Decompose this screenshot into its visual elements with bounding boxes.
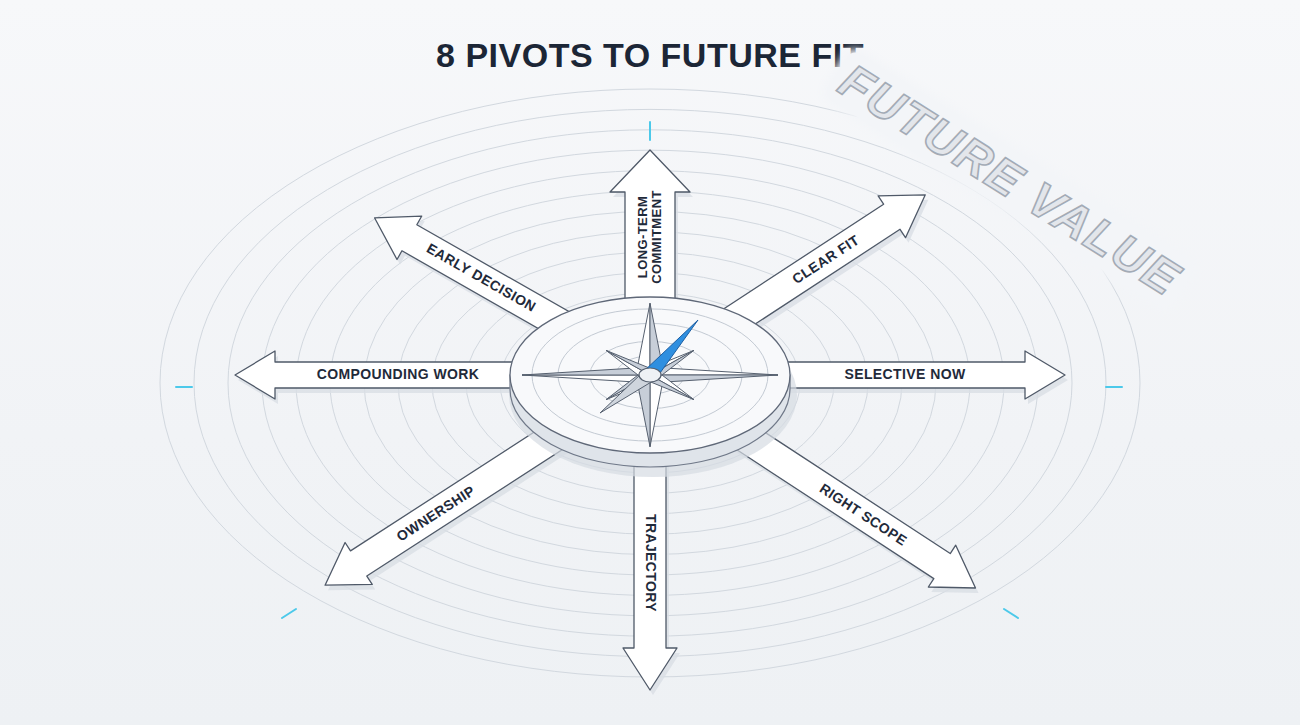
orbit-ring: [228, 130, 1072, 636]
tick-mark: [1004, 609, 1018, 618]
disk-top: [510, 297, 790, 453]
tick-mark: [282, 609, 296, 618]
tick-mark: [176, 386, 192, 388]
watermark-text: FUTURE VALUE: [823, 49, 1197, 312]
arrow-label: RIGHT SCOPE: [817, 481, 910, 549]
needle-pivot: [639, 368, 661, 382]
arrows: [235, 150, 1068, 695]
tick-mark: [649, 122, 651, 140]
orbit-ring: [194, 109, 1106, 656]
tick-marks: [176, 122, 1122, 618]
arrow-label: LONG-TERM COMMITMENT: [636, 189, 665, 285]
tick-mark: [1106, 386, 1122, 388]
arrow-label: COMPOUNDING WORK: [317, 367, 480, 382]
arrow-label: SELECTIVE NOW: [844, 367, 965, 382]
diagram-title: 8 PIVOTS TO FUTURE FIT: [0, 36, 1300, 75]
arrow-label: EARLY DECISION: [423, 241, 538, 315]
compass: [509, 297, 797, 477]
arrow-label: TRAJECTORY: [642, 514, 657, 612]
